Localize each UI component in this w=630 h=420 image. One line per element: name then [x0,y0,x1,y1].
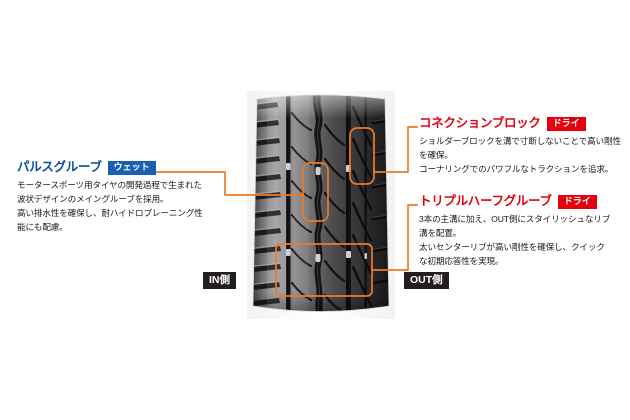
callout-text-line: 高い排水性を確保し、耐ハイドロプレーニング性 [17,207,203,218]
badge-dry-triple: ドライ [557,195,597,209]
callout-connection-block-title: コネクションブロック [419,116,541,130]
badge-dry-connection: ドライ [546,117,586,131]
tire-svg [247,91,395,319]
callout-triple-half-groove-title: トリプルハーフグルーブ [419,194,552,208]
callout-text-line: モータースポーツ用タイヤの開発過程で生まれた [17,179,202,190]
callout-triple-half-groove-body: 3本の主溝に加え、OUT側にスタイリッシュなリブ 溝を配置。 太いセンターリブが… [419,213,625,269]
label-out-side: OUT側 [404,272,449,289]
callout-pulse-groove-head: パルスグルーブ ウェット [17,160,239,175]
callout-pulse-groove: パルスグルーブ ウェット モータースポーツ用タイヤの開発過程で生まれた 波状デザ… [17,160,239,235]
badge-wet: ウェット [107,161,156,175]
callout-text-line: ショルダーブロックを溝で寸断しないことで高い剛性 [419,135,621,146]
callout-text-line: 太いセンターリブが高い剛性を確保し、クイック [419,241,605,252]
callout-text-line: 3本の主溝に加え、OUT側にスタイリッシュなリブ [419,213,611,224]
callout-connection-block: コネクションブロック ドライ ショルダーブロックを溝で寸断しないことで高い剛性 … [419,116,625,177]
callout-triple-half-groove: トリプルハーフグルーブ ドライ 3本の主溝に加え、OUT側にスタイリッシュなリブ… [419,194,625,269]
callout-connection-block-head: コネクションブロック ドライ [419,116,625,131]
callout-pulse-groove-body: モータースポーツ用タイヤの開発過程で生まれた 波状デザインのメイングルーブを採用… [17,179,239,235]
callout-text-line: コーナリングでのパワフルなトラクションを追求。 [419,163,614,174]
callout-connection-block-body: ショルダーブロックを溝で寸断しないことで高い剛性 を確保。 コーナリングでのパワ… [419,135,625,177]
tire-illustration [247,91,395,319]
callout-text-line: な初期応答性を実現。 [419,255,504,266]
callout-text-line: 波状デザインのメイングルーブを採用。 [17,193,169,204]
label-in-side: IN側 [203,272,236,289]
callout-text-line: 溝を配置。 [419,227,462,238]
callout-triple-half-groove-head: トリプルハーフグルーブ ドライ [419,194,625,209]
tire-tread-body [252,94,390,312]
callout-text-line: 能にも配慮。 [17,221,68,232]
callout-pulse-groove-title: パルスグルーブ [17,160,102,174]
callout-text-line: を確保。 [419,149,453,160]
